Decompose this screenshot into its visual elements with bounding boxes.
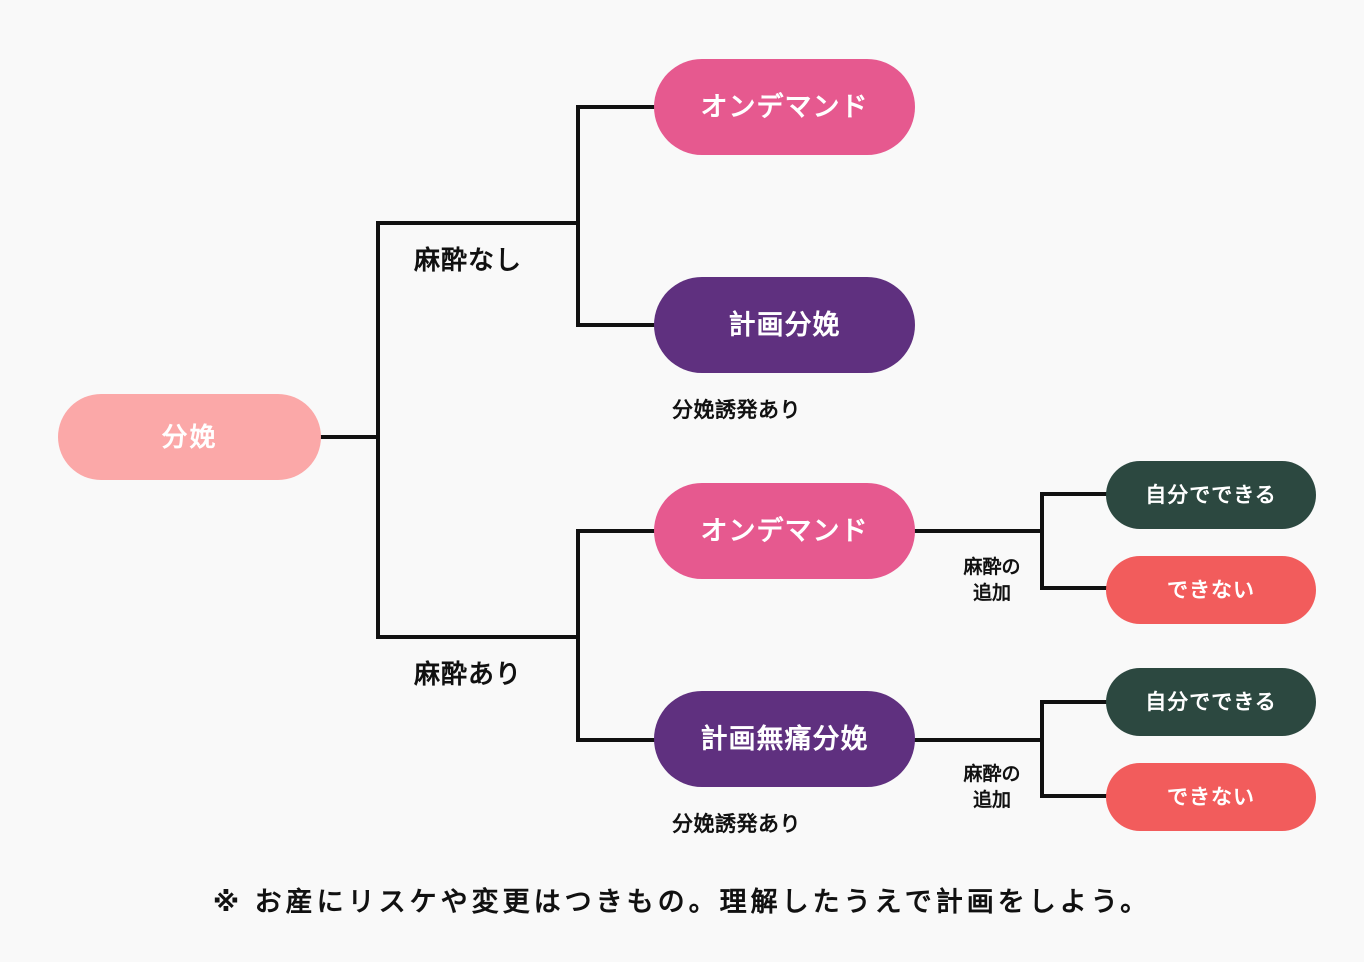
add-anesthesia-bottom-line1: 麻酔の xyxy=(963,764,1021,785)
branch-label-add-anesthesia-bottom: 麻酔の 追加 xyxy=(937,762,1047,813)
caption-induction-bottom: 分娩誘発あり xyxy=(672,813,801,836)
node-keikaku-mutsu-bunben[interactable]: 計画無痛分娩 xyxy=(654,691,915,787)
node-ondemand-no-anesthesia[interactable]: オンデマンド xyxy=(654,59,915,155)
node-leaf-self-capable-top[interactable]: 自分でできる xyxy=(1106,461,1316,529)
node-ondemand-with-anesthesia[interactable]: オンデマンド xyxy=(654,483,915,579)
add-anesthesia-bottom-line2: 追加 xyxy=(972,789,1011,811)
node-leaf-self-capable-bottom[interactable]: 自分でできる xyxy=(1106,668,1316,736)
caption-induction-top: 分娩誘発あり xyxy=(672,399,801,422)
node-keikaku-bunben[interactable]: 計画分娩 xyxy=(654,277,915,373)
footnote-text: ※ お産にリスケや変更はつきもの。理解したうえで計画をしよう。 xyxy=(212,887,1152,917)
branch-label-no-anesthesia: 麻酔なし xyxy=(414,245,523,275)
node-leaf-not-capable-top[interactable]: できない xyxy=(1106,556,1316,624)
node-leaf-not-capable-bottom[interactable]: できない xyxy=(1106,763,1316,831)
node-root-bunben[interactable]: 分娩 xyxy=(58,394,321,480)
branch-label-add-anesthesia-top: 麻酔の 追加 xyxy=(937,555,1047,606)
add-anesthesia-top-line2: 追加 xyxy=(972,582,1011,604)
add-anesthesia-top-line1: 麻酔の xyxy=(963,557,1021,578)
branch-label-with-anesthesia: 麻酔あり xyxy=(414,659,523,689)
